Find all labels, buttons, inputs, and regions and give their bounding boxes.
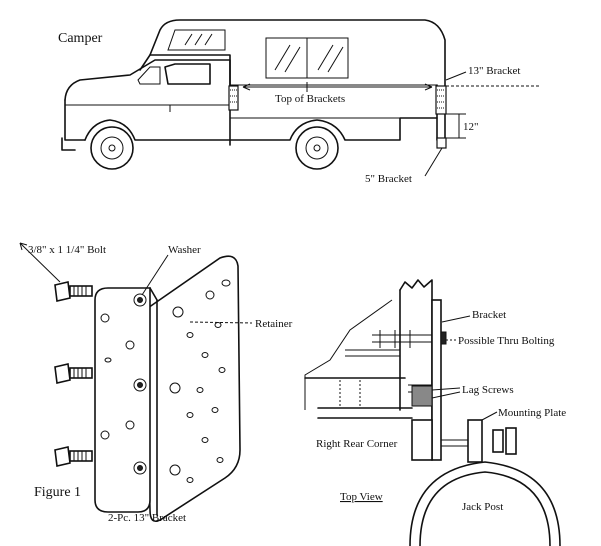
camper-title: Camper [58, 31, 103, 46]
bolt-label: 3/8" x 1 1/4" Bolt [28, 244, 106, 256]
figure-1-label: Figure 1 [34, 485, 81, 500]
bracket-5-label: 5" Bracket [365, 173, 412, 185]
right-rear-corner-label: Right Rear Corner [316, 438, 398, 450]
top-view-label: Top View [340, 491, 383, 503]
bolt-bottom [54, 446, 93, 467]
bracket-label: Bracket [472, 309, 506, 321]
bracket-caption: 2-Pc. 13" Bracket [108, 512, 186, 524]
top-of-brackets-label: Top of Brackets [275, 93, 345, 105]
thru-bolting-label: Possible Thru Bolting [458, 335, 555, 347]
bracket-13-label: 13" Bracket [468, 65, 520, 77]
rear-5in-bracket [436, 137, 447, 149]
truck-camper-illustration [61, 19, 540, 177]
retainer-label: Retainer [255, 318, 293, 330]
dim-12-label: 12" [463, 121, 479, 133]
rear-13in-bracket [435, 85, 447, 115]
bolt-middle [54, 363, 93, 384]
washer-label: Washer [168, 244, 201, 256]
front-13in-bracket [228, 85, 239, 111]
lag-screws-label: Lag Screws [462, 384, 514, 396]
mounting-plate-label: Mounting Plate [498, 407, 566, 419]
jack-post-label: Jack Post [462, 501, 503, 513]
two-piece-bracket-illustration [19, 242, 253, 523]
top-view-illustration [304, 279, 561, 546]
bolt-top [54, 281, 93, 302]
